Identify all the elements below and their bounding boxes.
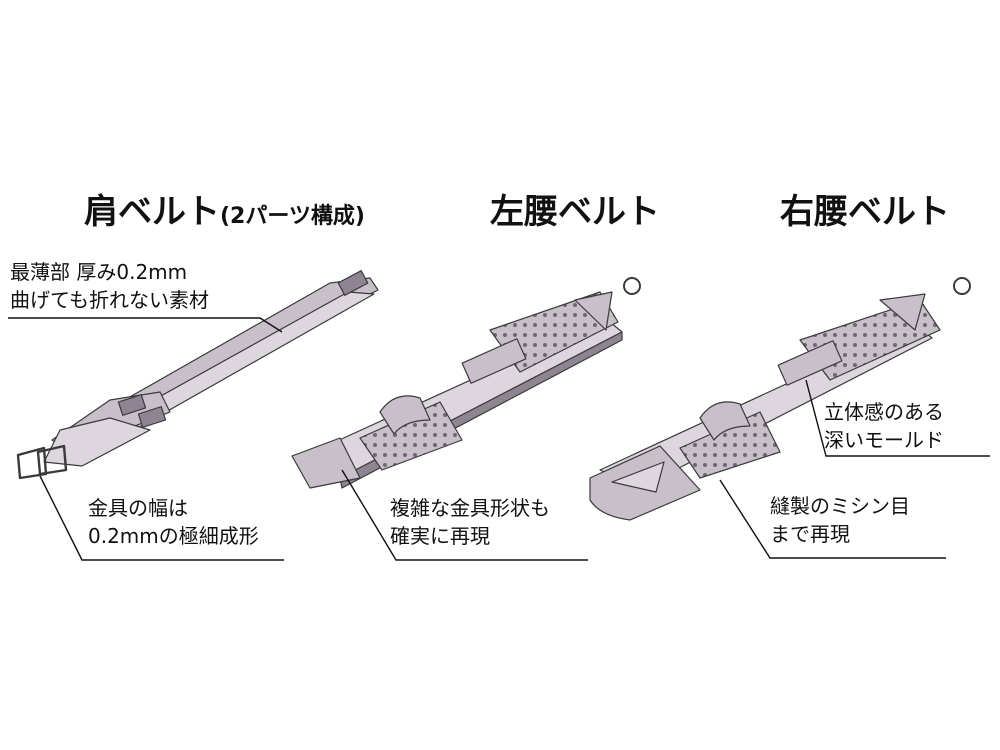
left-buckle [291,437,361,489]
note-complex-line2: 確実に再現 [390,524,490,548]
note-thin-line2: 曲げても折れない素材 [10,288,209,312]
note-metal-line2: 0.2mmの極細成形 [88,524,259,548]
left-keeper [461,338,527,384]
right-waist-belt-illustration [589,277,971,521]
shoulder-buckle-a [117,394,147,416]
leader-thin-material [8,317,283,333]
title-right-waist-belt: 右腰ベルト [780,192,950,232]
right-d-ring-end [879,293,926,331]
leader-complex-fitting [341,469,588,561]
note-thinnest-part: 最薄部 厚み0.2mm 曲げても折れない素材 [10,258,209,314]
note-complex-fitting: 複雑な金具形状も 確実に再現 [390,494,550,550]
left-d-ring [379,395,431,435]
note-stitch-line1: 縫製のミシン目 [770,494,910,518]
leader-lines [8,317,990,561]
shoulder-clip-right [36,444,68,476]
leader-metal-width [39,475,284,561]
left-end-eyelet [623,277,641,295]
leader-deep-mold [805,379,990,457]
note-metal-width: 金具の幅は 0.2mmの極細成形 [88,494,259,550]
note-metal-line1: 金具の幅は [88,496,188,520]
leader-stitching [719,479,946,559]
right-d-ring [699,401,751,441]
title-shoulder-main: 肩ベルト [84,192,220,232]
note-thin-line1: 最薄部 厚み0.2mm [10,260,188,284]
note-stitching: 縫製のミシン目 まで再現 [770,492,910,548]
note-mold-line1: 立体感のある [824,400,944,424]
shoulder-buckle-b [137,406,167,428]
note-complex-line1: 複雑な金具形状も [390,496,550,520]
right-end-plate-inner [611,461,665,493]
shoulder-top-buckle [337,270,369,296]
shoulder-belt-illustration [16,270,379,480]
right-keeper [777,340,843,386]
title-shoulder-belt: 肩ベルト(2パーツ構成) [84,192,365,237]
note-stitch-line2: まで再現 [770,522,850,546]
left-d-ring-end [574,291,613,331]
right-end-eyelet [953,277,971,295]
title-left-waist-belt: 左腰ベルト [490,192,660,232]
note-mold-line2: 深いモールド [824,428,944,452]
left-waist-belt-illustration [291,277,641,489]
title-shoulder-sub: (2パーツ構成) [220,204,365,229]
shoulder-strap-end-b [43,417,151,467]
note-deep-mold: 立体感のある 深いモールド [824,398,944,454]
